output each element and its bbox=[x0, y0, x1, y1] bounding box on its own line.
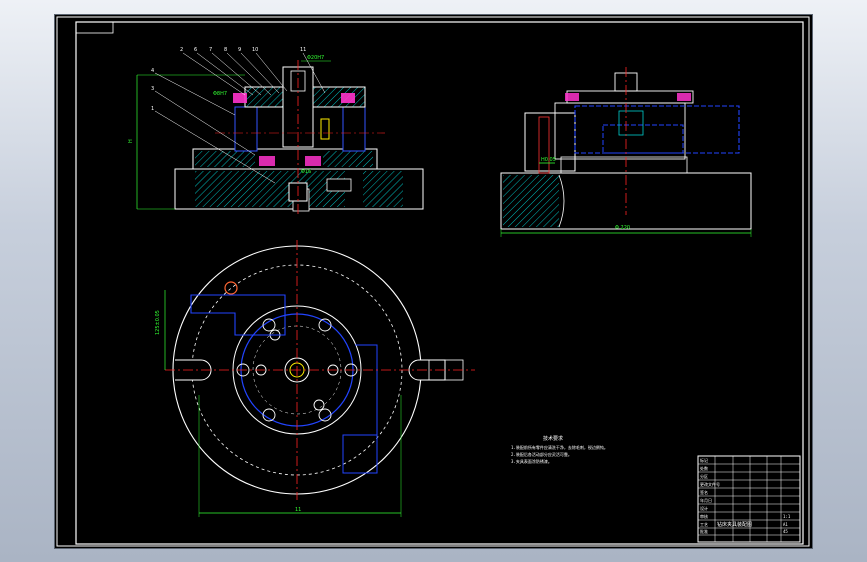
leader-labels-top: 2 6 7 8 9 10 11 bbox=[180, 47, 306, 53]
leader-label: 6 bbox=[194, 47, 197, 53]
tb-cell: 分区 bbox=[700, 473, 708, 479]
tech-line: 1.装配前所有零件应清洗干净，去除毛刺，锐边倒钝。 bbox=[511, 444, 608, 450]
drawing-viewport[interactable]: H Φ20H7 Φ8H7 Φ16 2 6 7 8 9 10 11 4 3 1 bbox=[55, 15, 812, 548]
tech-line: 2.装配后各活动部分应灵活可靠。 bbox=[511, 451, 572, 457]
tb-scale: 1:1 bbox=[783, 514, 791, 519]
tb-cell: 批准 bbox=[700, 528, 708, 534]
corner-code-box bbox=[75, 21, 114, 34]
side-view: Φ 220 H0.05 bbox=[500, 67, 752, 237]
leader-label: 11 bbox=[300, 47, 306, 53]
tb-material: 45 bbox=[783, 529, 788, 534]
cad-drawing: H Φ20H7 Φ8H7 Φ16 2 6 7 8 9 10 11 4 3 1 bbox=[56, 16, 810, 547]
tb-drawing-name: 钻床夹具装配图 bbox=[717, 521, 752, 528]
tb-cell: 审核 bbox=[700, 513, 708, 519]
tb-cell: 标记 bbox=[700, 457, 708, 463]
leader-label: 7 bbox=[209, 47, 212, 53]
dim-height-left: H bbox=[128, 139, 134, 143]
leader-label: 9 bbox=[238, 47, 241, 53]
leader-label: 1 bbox=[151, 106, 154, 112]
leader-label: 8 bbox=[224, 47, 227, 53]
dim-bush-fit: Φ16 bbox=[301, 169, 311, 175]
dim-side-small: H0.05 bbox=[541, 157, 556, 163]
outer-border bbox=[56, 16, 810, 547]
plan-view: 125±0.05 11 bbox=[155, 240, 475, 517]
dim-plan-width: 11 bbox=[295, 507, 301, 513]
front-section-view: H Φ20H7 Φ8H7 Φ16 bbox=[128, 52, 424, 215]
tech-requirements: 技术要求 1.装配前所有零件应清洗干净，去除毛刺，锐边倒钝。 2.装配后各活动部… bbox=[511, 435, 608, 464]
tb-cell: 更改文件号 bbox=[700, 481, 720, 487]
tb-cell: 签名 bbox=[700, 489, 708, 495]
leader-label: 10 bbox=[252, 47, 258, 53]
tb-cell: 年月日 bbox=[700, 497, 712, 503]
tb-sheet: A1 bbox=[783, 522, 788, 527]
leader-label: 4 bbox=[151, 68, 154, 74]
inner-border bbox=[75, 21, 804, 545]
tech-line: 3.夹具表面涂防锈漆。 bbox=[511, 458, 552, 464]
tech-title: 技术要求 bbox=[543, 435, 563, 442]
leader-label: 2 bbox=[180, 47, 183, 53]
leader-label: 3 bbox=[151, 86, 154, 92]
tb-cell: 工艺 bbox=[700, 522, 708, 527]
title-block: 标记 处数 分区 更改文件号 签名 年月日 设计 审核 工艺 批准 钻床夹具装配… bbox=[697, 455, 801, 543]
dim-plan-height: 125±0.05 bbox=[155, 310, 161, 335]
tb-cell: 设计 bbox=[700, 505, 708, 511]
dim-center-fit: Φ20H7 bbox=[307, 55, 324, 61]
tb-cell: 处数 bbox=[700, 465, 708, 471]
dim-pin-fit: Φ8H7 bbox=[213, 91, 227, 97]
leader-labels-left: 4 3 1 bbox=[151, 68, 154, 112]
dim-side-width: Φ 220 bbox=[615, 225, 630, 231]
